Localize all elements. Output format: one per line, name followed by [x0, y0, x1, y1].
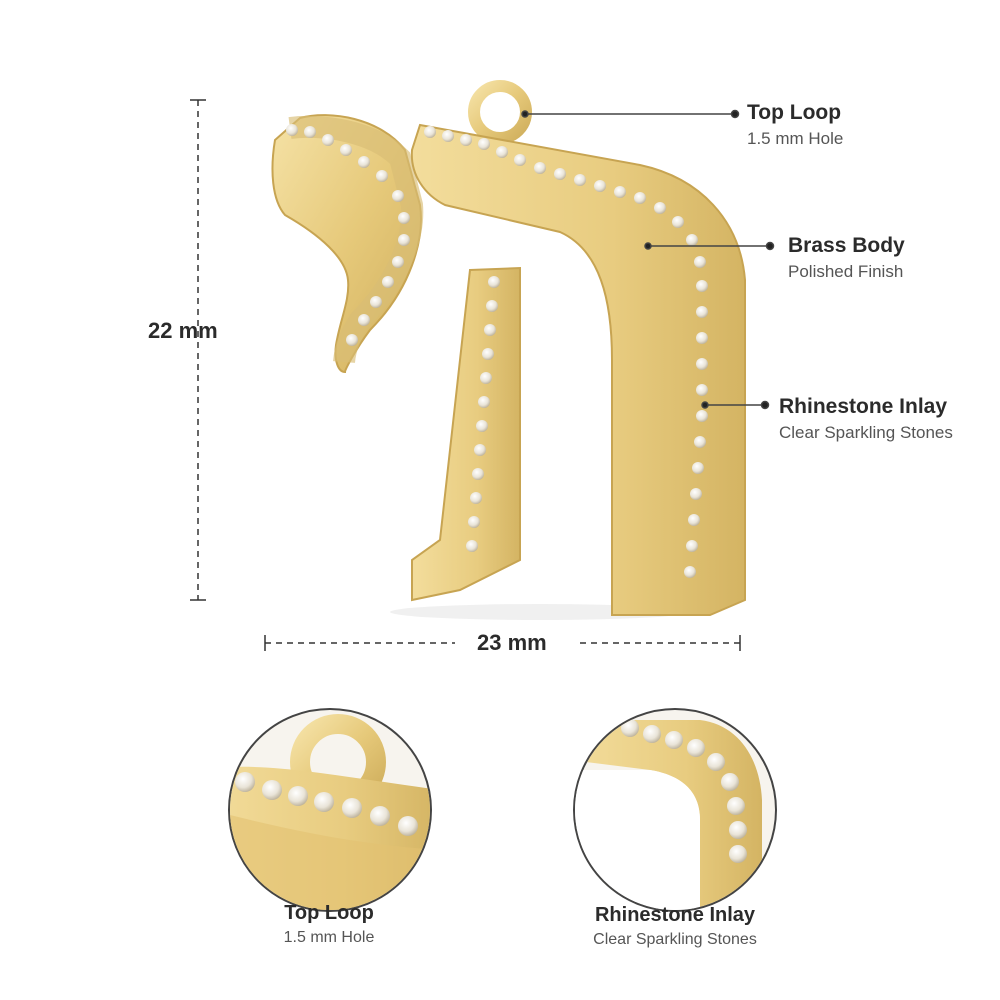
detail-caption-rhinestone: Rhinestone Inlay Clear Sparkling Stones — [545, 902, 805, 952]
callout-brass-body: Brass Body Polished Finish — [788, 233, 905, 285]
chet-stones — [424, 126, 708, 578]
leg-stones — [466, 276, 500, 552]
detail-caption-top-loop: Top Loop 1.5 mm Hole — [199, 900, 459, 950]
callout-brass-body-subtitle: Polished Finish — [788, 262, 904, 281]
detail-top-loop-subtitle: 1.5 mm Hole — [283, 929, 375, 946]
detail-top-loop-image — [228, 708, 432, 912]
detail-top-loop-title: Top Loop — [284, 902, 374, 924]
width-dimension-label: 23 mm — [477, 630, 547, 655]
callout-top-loop: Top Loop 1.5 mm Hole — [747, 100, 843, 152]
detail-rhinestone-title: Rhinestone Inlay — [594, 904, 756, 926]
callout-rhinestone-title: Rhinestone Inlay — [779, 395, 948, 418]
callout-rhinestone-inlay: Rhinestone Inlay Clear Sparkling Stones — [779, 394, 953, 446]
detail-rhinestone-image — [573, 708, 777, 912]
callout-brass-body-title: Brass Body — [788, 234, 905, 257]
callout-rhinestone-subtitle: Clear Sparkling Stones — [779, 423, 953, 442]
height-dimension-label: 22 mm — [148, 318, 218, 343]
callout-top-loop-subtitle: 1.5 mm Hole — [747, 129, 844, 148]
yod-stones — [286, 124, 410, 346]
top-loop-ring — [468, 80, 532, 144]
dimension-lines — [190, 99, 741, 651]
callout-lines — [521, 109, 775, 410]
callout-top-loop-title: Top Loop — [747, 101, 842, 124]
detail-rhinestone-subtitle: Clear Sparkling Stones — [593, 931, 757, 948]
